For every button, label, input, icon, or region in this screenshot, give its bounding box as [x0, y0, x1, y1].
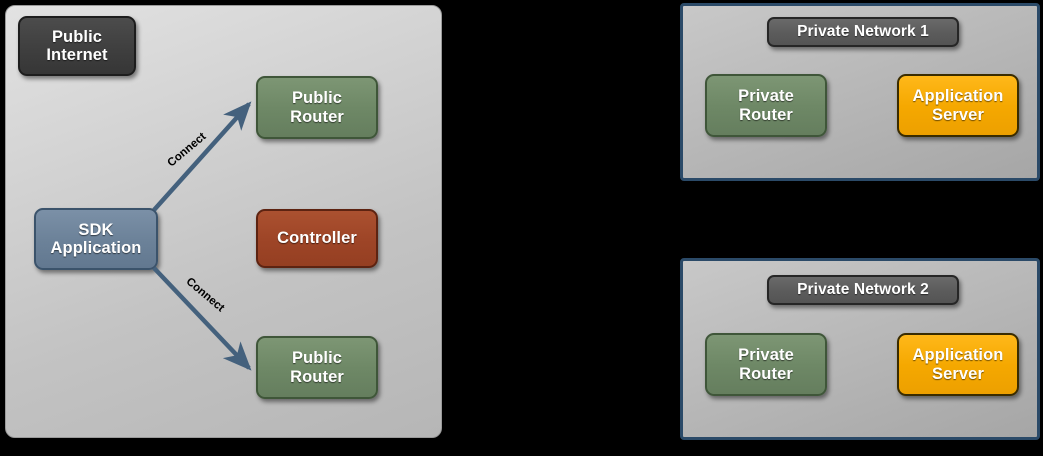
private-network-1-panel: Private Network 1 Private Router Applica…: [680, 3, 1040, 181]
private-router-1-label-line1: Private: [738, 87, 794, 106]
node-private-router-2[interactable]: Private Router: [705, 333, 827, 396]
public-router-2-label-line2: Router: [290, 367, 344, 386]
application-server-1-label-line2: Server: [932, 105, 984, 124]
public-router-2-label-line1: Public: [291, 349, 343, 368]
public-internet-header-box[interactable]: Public Internet: [18, 16, 136, 76]
application-server-2-label-line1: Application: [912, 346, 1004, 365]
node-private-router-1[interactable]: Private Router: [705, 74, 827, 137]
private-network-1-title: Private Network 1: [797, 23, 929, 41]
edge-label-connect-lower: Connect: [183, 275, 227, 315]
node-application-server-2[interactable]: Application Server: [897, 333, 1019, 396]
private-network-2-title: Private Network 2: [797, 281, 929, 299]
sdk-application-label-line1: SDK: [78, 220, 114, 239]
node-sdk-application[interactable]: SDK Application: [34, 208, 158, 270]
controller-label: Controller: [277, 229, 357, 248]
public-internet-panel: Public Internet SDK Application Public R…: [5, 5, 442, 438]
edge-sdk-to-public-router-2: [152, 266, 252, 371]
public-internet-label-line2: Internet: [46, 46, 108, 64]
node-application-server-1[interactable]: Application Server: [897, 74, 1019, 137]
edge-label-connect-upper: Connect: [165, 130, 209, 170]
private-network-1-title-box[interactable]: Private Network 1: [767, 17, 959, 47]
private-router-2-label-line2: Router: [739, 364, 793, 383]
node-controller[interactable]: Controller: [256, 209, 378, 268]
application-server-2-label-line2: Server: [932, 364, 984, 383]
public-router-1-label-line2: Router: [290, 107, 344, 126]
application-server-1-label-line1: Application: [912, 87, 1004, 106]
node-public-router-2[interactable]: Public Router: [256, 336, 378, 399]
sdk-application-label-line2: Application: [50, 239, 142, 257]
public-router-1-label-line1: Public: [291, 89, 343, 108]
private-router-1-label-line2: Router: [739, 105, 793, 124]
private-network-2-title-box[interactable]: Private Network 2: [767, 275, 959, 305]
private-network-2-panel: Private Network 2 Private Router Applica…: [680, 258, 1040, 440]
private-router-2-label-line1: Private: [738, 346, 794, 365]
public-internet-label-line1: Public: [51, 27, 103, 46]
node-public-router-1[interactable]: Public Router: [256, 76, 378, 139]
